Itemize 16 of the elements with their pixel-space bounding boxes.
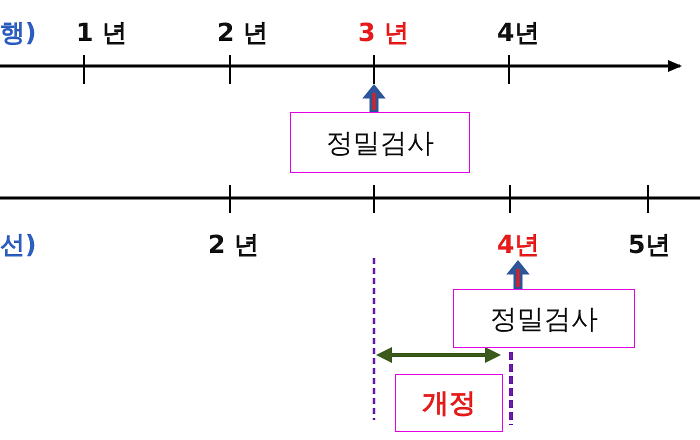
year-label: 3 년: [358, 18, 410, 48]
text-box: [453, 289, 635, 348]
tick-mark: [373, 55, 375, 84]
year-label: 2 년: [208, 230, 260, 260]
year-label: 4년: [497, 18, 540, 48]
year-label: 2 년: [217, 18, 268, 48]
row-label: 선): [0, 230, 36, 260]
box-label: 개정: [422, 387, 476, 421]
year-label: 4년: [497, 230, 540, 260]
row-label: 행): [0, 18, 36, 48]
box-label: 정밀검사: [490, 302, 598, 336]
text-box: [290, 112, 470, 173]
text-box: [395, 374, 503, 432]
year-label: 1 년: [76, 18, 128, 48]
box-label: 정밀검사: [326, 126, 434, 160]
year-label: 5년: [628, 230, 670, 260]
